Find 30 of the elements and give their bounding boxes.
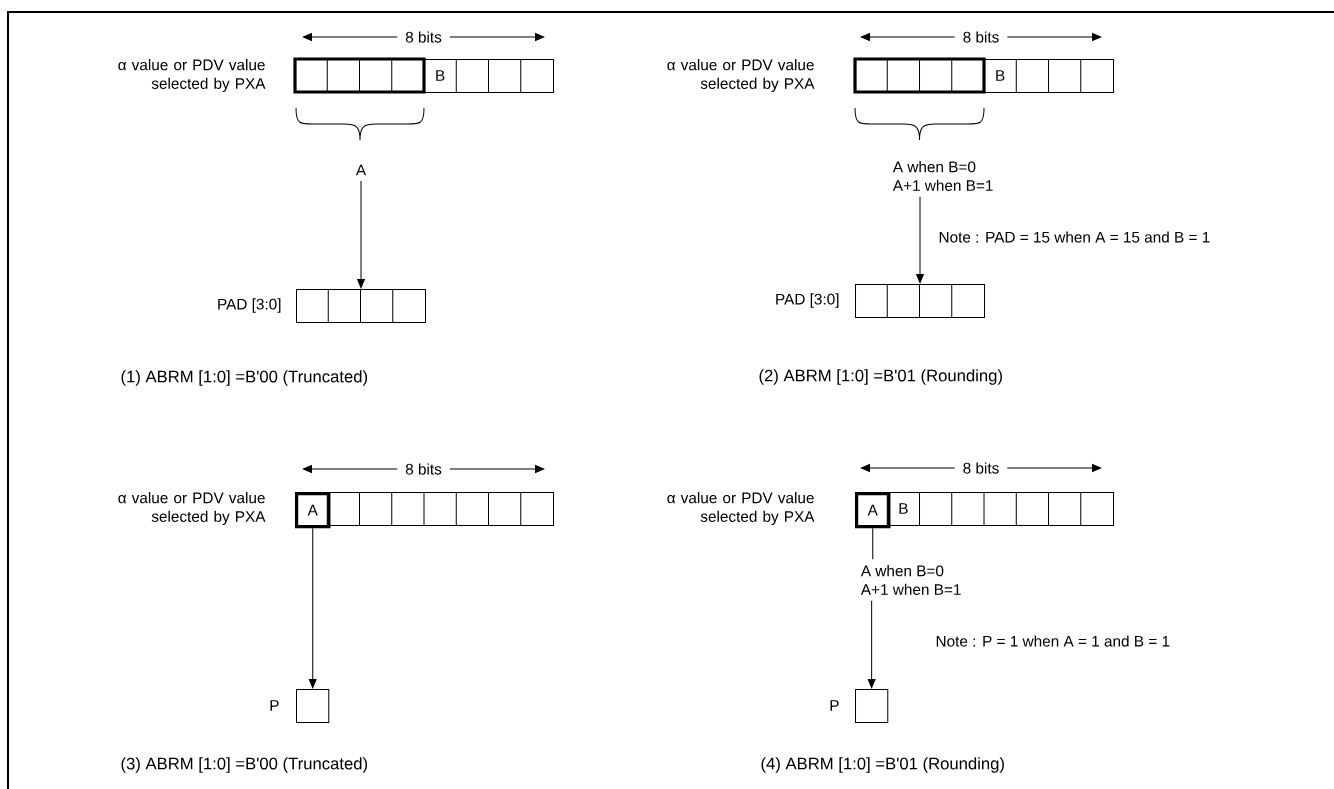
value-text: A xyxy=(355,164,367,176)
dimension-label: 8 bits xyxy=(397,462,450,476)
bit-cell: A xyxy=(855,492,891,529)
register-label: α value or PDV value selected by PXA xyxy=(118,59,266,92)
register-label: α value or PDV value selected by PXA xyxy=(118,492,266,525)
dimension-label: 8 bits xyxy=(397,30,450,44)
value-text: A when B=0 A+1 when B=1 xyxy=(860,565,961,595)
note-text: Note : PAD = 15 when A = 15 and B = 1 xyxy=(939,231,1210,243)
dimension-label: 8 bits xyxy=(954,461,1008,475)
register-label: PAD [3:0] xyxy=(776,293,839,308)
caption: (1) ABRM [1:0] =B'00 (Truncated) xyxy=(121,370,368,386)
arrow xyxy=(867,600,876,689)
caption: (4) ABRM [1:0] =B'01 (Rounding) xyxy=(761,757,1004,773)
caption: (3) ABRM [1:0] =B'00 (Truncated) xyxy=(121,757,368,773)
bit-label: B xyxy=(996,70,1005,81)
register-label: P xyxy=(830,700,839,711)
register-label: P xyxy=(270,700,279,711)
value-text: A when B=0 A+1 when B=1 xyxy=(892,161,993,191)
register-label: α value or PDV value selected by PXA xyxy=(667,492,815,525)
bit-label: B xyxy=(899,503,908,514)
note-text: Note : P = 1 when A = 1 and B = 1 xyxy=(936,635,1170,647)
register-label: PAD [3:0] xyxy=(218,298,281,313)
register-label: α value or PDV value selected by PXA xyxy=(667,59,815,92)
arrow xyxy=(916,196,924,284)
arrow xyxy=(308,527,317,689)
bit-label: B xyxy=(436,70,445,81)
dimension-label: 8 bits xyxy=(954,30,1008,44)
caption: (2) ABRM [1:0] =B'01 (Rounding) xyxy=(759,369,1002,385)
bit-cell: A xyxy=(295,492,331,529)
arrow xyxy=(357,180,365,289)
